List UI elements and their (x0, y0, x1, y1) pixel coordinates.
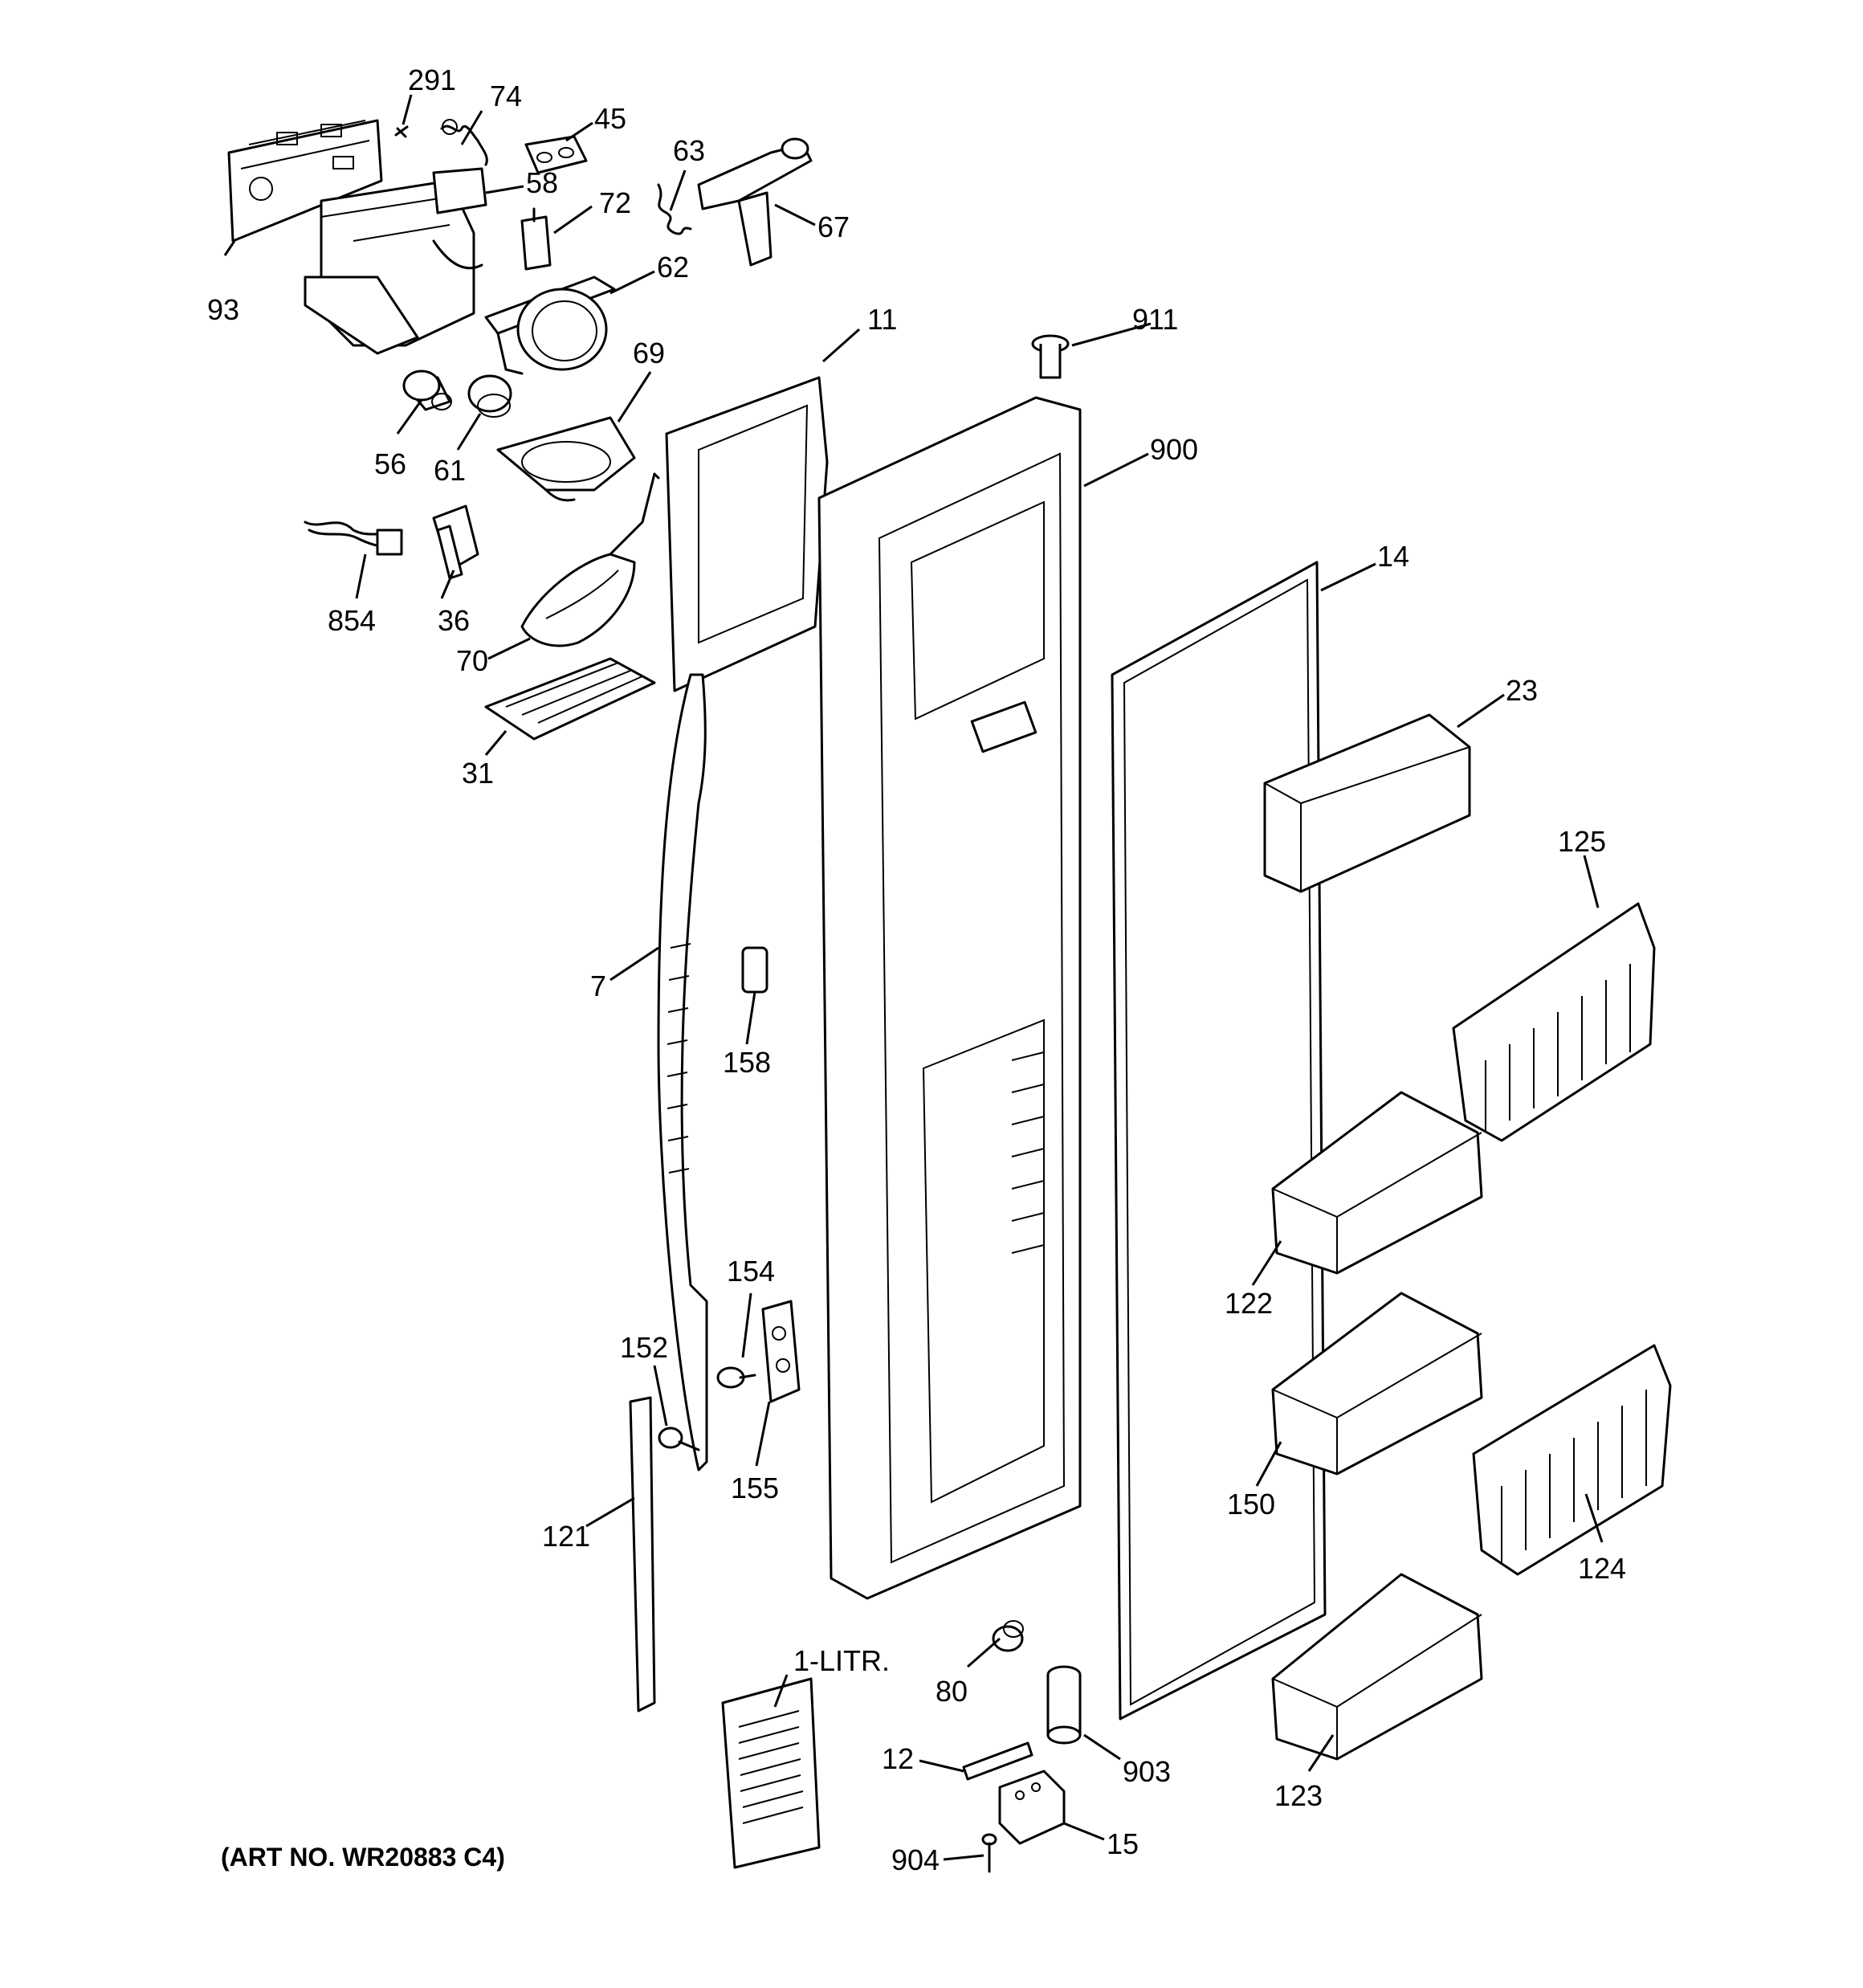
part-122-door-bin (1271, 1091, 1483, 1275)
part-911-bushing (1031, 334, 1070, 379)
part-904-screw (981, 1833, 997, 1873)
part-7-trim-strip (657, 673, 708, 1472)
callout-11: 11 (867, 303, 897, 336)
callout-158: 158 (723, 1046, 771, 1079)
callout-labels: 93 291 74 45 58 63 67 72 62 11 911 69 56… (207, 63, 1626, 1876)
part-61-coupler (467, 374, 512, 418)
callout-154: 154 (727, 1255, 775, 1288)
part-31-drip-tray (484, 657, 656, 741)
part-152-screw (658, 1427, 700, 1451)
part-900-door-panel (817, 396, 1082, 1600)
part-155-hinge-bracket (761, 1300, 801, 1403)
callout-123: 123 (1274, 1779, 1323, 1812)
part-154-screw (716, 1366, 756, 1389)
callout-23: 23 (1506, 674, 1538, 707)
callout-125: 125 (1558, 825, 1606, 858)
callout-904: 904 (891, 1843, 940, 1876)
part-80-plug (992, 1620, 1024, 1652)
art-number: (ART NO. WR20883 C4) (221, 1843, 505, 1872)
part-67-actuator (697, 137, 813, 267)
part-124-wire-basket (1472, 1344, 1672, 1576)
part-11-dispenser-frame (665, 376, 829, 692)
part-23-door-bin (1263, 713, 1471, 893)
part-69-chute-bracket (496, 416, 636, 502)
callout-74: 74 (490, 80, 522, 112)
part-125-wire-basket (1452, 902, 1656, 1142)
callout-911: 911 (1132, 303, 1178, 336)
callout-45: 45 (594, 102, 626, 135)
part-72-switch (520, 207, 552, 271)
part-123-door-bin (1271, 1573, 1483, 1761)
part-903-hinge-pin (1046, 1665, 1082, 1745)
part-36-bracket (432, 504, 479, 580)
part-58-bracket (432, 167, 487, 214)
callout-36: 36 (438, 604, 470, 637)
callout-155: 155 (731, 1472, 779, 1504)
callout-58: 58 (526, 166, 558, 199)
part-70-chute-door (520, 472, 660, 647)
callout-121: 121 (542, 1520, 590, 1553)
part-93-control-housing (227, 119, 483, 355)
callout-14: 14 (1377, 540, 1409, 573)
part-291-screw (394, 125, 409, 138)
callout-63: 63 (673, 134, 705, 167)
leader-lines (223, 94, 1604, 1861)
callout-291: 291 (408, 63, 456, 96)
part-854-wire-harness (304, 520, 403, 556)
part-62-funnel-ring (484, 276, 616, 375)
callout-67: 67 (817, 210, 850, 243)
part-121-handle-strip (629, 1396, 656, 1712)
callout-150: 150 (1227, 1488, 1275, 1521)
callout-69: 69 (633, 337, 665, 369)
part-150-door-bin (1271, 1292, 1483, 1476)
part-63-spring (657, 183, 692, 235)
callout-903: 903 (1123, 1755, 1171, 1788)
callout-854: 854 (328, 604, 376, 637)
part-1-literature (721, 1677, 821, 1869)
callout-122: 122 (1225, 1287, 1273, 1320)
part-14-gasket (1111, 561, 1327, 1721)
callout-62: 62 (657, 251, 689, 284)
callout-56: 56 (374, 447, 406, 480)
callout-93: 93 (207, 293, 239, 326)
callout-124: 124 (1578, 1552, 1626, 1585)
callout-7: 7 (590, 970, 606, 1002)
callout-72: 72 (599, 186, 631, 219)
part-158-clip (741, 946, 768, 994)
callout-31: 31 (462, 757, 494, 790)
callout-61: 61 (434, 454, 466, 487)
part-56-motor (402, 369, 452, 411)
callout-70: 70 (456, 644, 488, 677)
part-12-bracket (962, 1741, 1033, 1781)
part-45-plate (524, 135, 588, 174)
callout-12: 12 (882, 1742, 914, 1775)
part-15-hinge-cover (998, 1770, 1066, 1845)
callout-80: 80 (936, 1675, 968, 1708)
callout-900: 900 (1150, 433, 1198, 466)
callout-15: 15 (1107, 1827, 1139, 1860)
callout-152: 152 (620, 1331, 668, 1364)
callout-1-litr: 1-LITR. (793, 1644, 890, 1677)
